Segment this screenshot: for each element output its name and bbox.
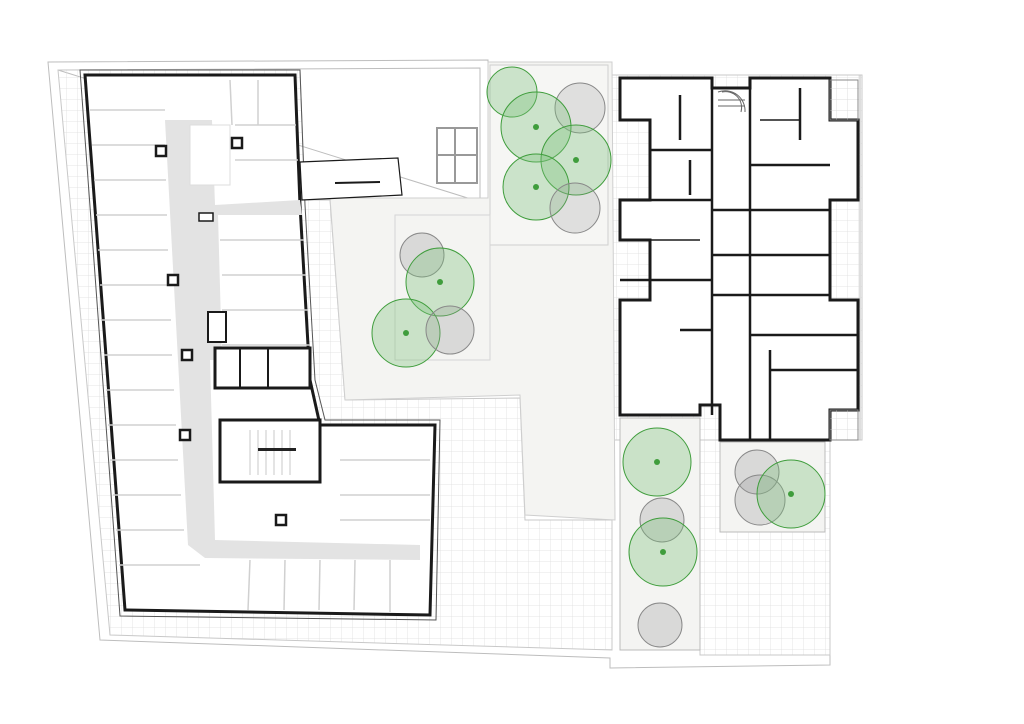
trees	[371, 66, 826, 648]
tree-cluster-garden	[622, 427, 826, 648]
bridge	[299, 157, 403, 201]
courtyard-path	[394, 214, 491, 361]
left-building	[79, 69, 478, 621]
garden-strip-left	[619, 417, 701, 651]
right-building	[618, 76, 860, 442]
tree-cluster-courtyard	[371, 232, 475, 368]
room-partitions	[90, 79, 430, 612]
shaft	[207, 311, 227, 343]
balcony	[829, 79, 859, 121]
tree-cluster-top	[486, 66, 612, 234]
balcony	[829, 409, 859, 441]
service-core	[213, 346, 312, 390]
exterior-stair	[436, 127, 478, 184]
chimney-shafts	[154, 136, 288, 527]
stair-symbol	[717, 90, 746, 113]
stair-symbol	[249, 430, 296, 475]
courtyard-lawn-top	[489, 64, 609, 246]
apartment-walls	[620, 88, 858, 440]
